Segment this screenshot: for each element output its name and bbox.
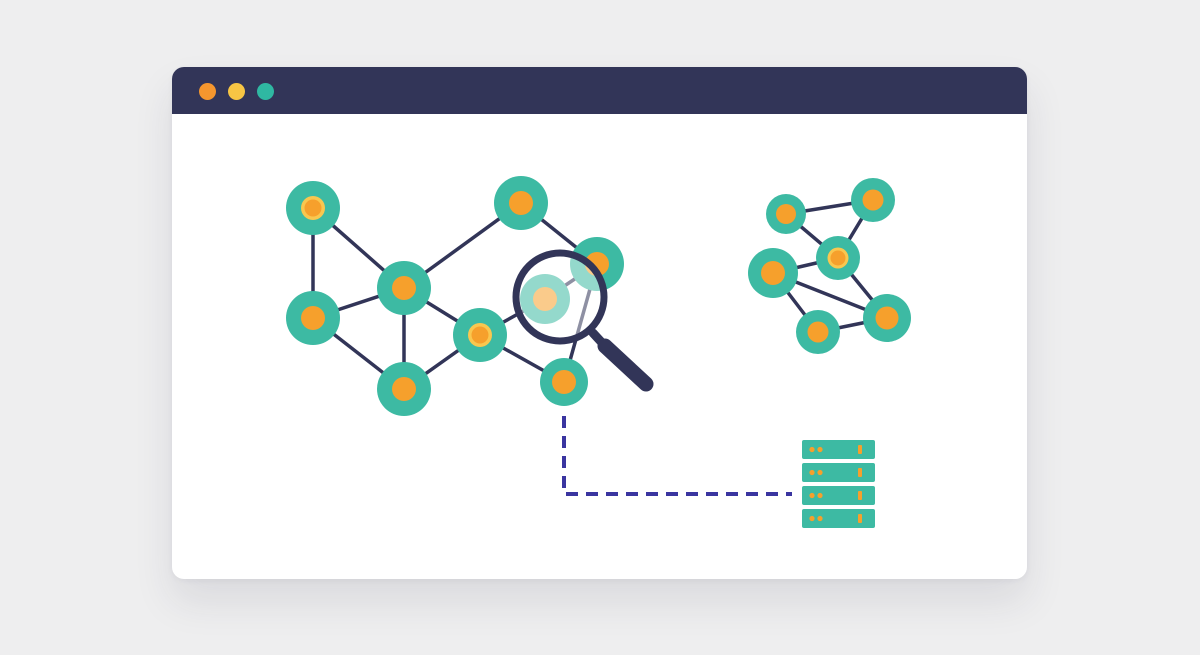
right-network xyxy=(748,178,911,354)
server-stack-icon xyxy=(802,440,875,528)
window-close-dot[interactable] xyxy=(199,83,216,100)
network-node[interactable] xyxy=(453,308,507,362)
network-node[interactable] xyxy=(520,274,570,324)
right-network-nodes xyxy=(748,178,911,354)
left-network xyxy=(286,176,624,416)
window-titlebar xyxy=(172,67,1027,114)
network-node[interactable] xyxy=(286,181,340,235)
network-node[interactable] xyxy=(863,294,911,342)
server-unit xyxy=(802,509,875,528)
left-network-nodes xyxy=(286,176,624,416)
network-node[interactable] xyxy=(494,176,548,230)
server-unit xyxy=(802,440,875,459)
network-node[interactable] xyxy=(851,178,895,222)
network-node[interactable] xyxy=(286,291,340,345)
network-node[interactable] xyxy=(748,248,798,298)
network-node[interactable] xyxy=(540,358,588,406)
network-node[interactable] xyxy=(796,310,840,354)
network-node[interactable] xyxy=(377,261,431,315)
server-unit xyxy=(802,486,875,505)
magnifying-glass-icon xyxy=(512,249,654,392)
dashed-connector xyxy=(562,416,792,496)
window-minimize-dot[interactable] xyxy=(228,83,245,100)
network-node[interactable] xyxy=(766,194,806,234)
network-node[interactable] xyxy=(816,236,860,280)
server-unit xyxy=(802,463,875,482)
network-node[interactable] xyxy=(377,362,431,416)
window-maximize-dot[interactable] xyxy=(257,83,274,100)
